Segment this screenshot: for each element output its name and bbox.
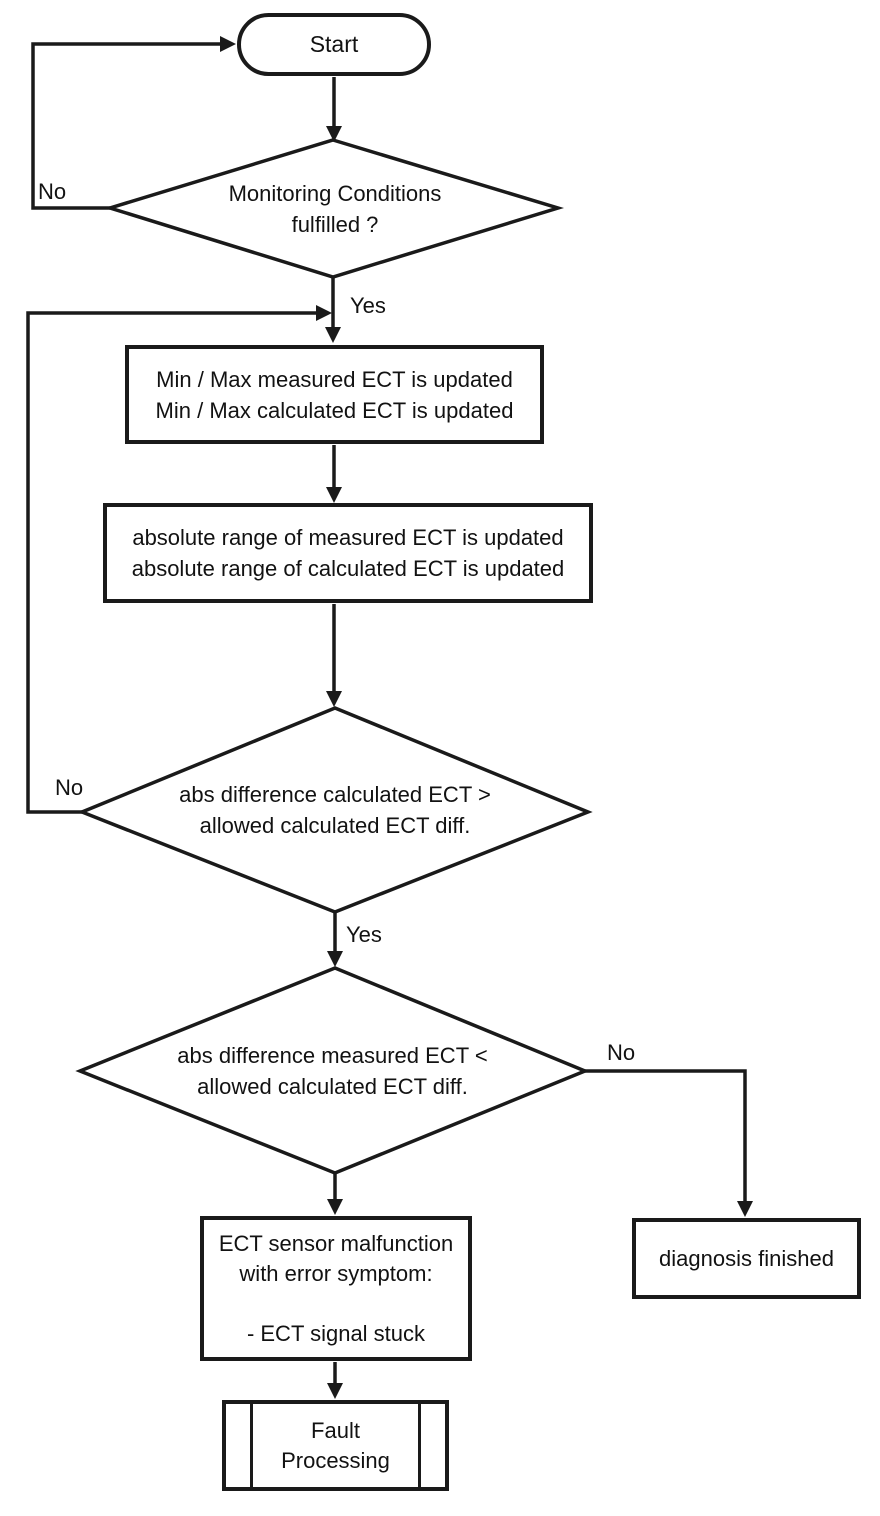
edge-decision3-no	[585, 1069, 747, 1201]
decision3-text: abs difference measured ECT < allowed ca…	[177, 1042, 488, 1099]
decision3-diamond-shape	[75, 966, 590, 1175]
decision1-text: Monitoring Conditions fulfilled ?	[228, 180, 442, 237]
decision3-no-label: No	[607, 1040, 636, 1065]
process-ect-sensor-malfunction: ECT sensor malfunction with error sympto…	[200, 1216, 472, 1361]
decision1-yes-label: Yes	[350, 293, 386, 318]
edge-decision2-no-loop	[26, 311, 317, 814]
decision1-diamond-shape	[104, 138, 565, 279]
subroutine-fault-processing: Fault Processing	[222, 1400, 449, 1491]
diagnosis-finished-label: diagnosis finished	[659, 1246, 834, 1271]
decision1-no-label: No	[38, 179, 67, 204]
decision2-text: abs difference calculated ECT > allowed …	[179, 782, 491, 838]
arrowhead-into-start	[220, 36, 236, 52]
decision2-calculated-diff: abs difference calculated ECT > allowed …	[82, 708, 588, 912]
arrowhead-into-process2	[326, 487, 342, 503]
arrowhead-into-malfunction	[327, 1199, 343, 1215]
decision1-monitoring-conditions: Monitoring Conditions fulfilled ?	[110, 140, 560, 277]
start-label: Start	[309, 31, 359, 57]
edge-decision1-no-loop	[31, 42, 221, 210]
arrowhead-into-decision3	[327, 951, 343, 967]
terminal-diagnosis-finished: diagnosis finished	[632, 1218, 861, 1299]
arrowhead-into-fault-processing	[327, 1383, 343, 1399]
malfunction-text: ECT sensor malfunction with error sympto…	[218, 1230, 454, 1346]
start-node: Start	[237, 13, 431, 76]
subroutine-left-bar	[250, 1404, 253, 1487]
arrowhead-into-diagnosis-finished	[737, 1201, 753, 1217]
process-min-max-update: Min / Max measured ECT is updated Min / …	[125, 345, 544, 444]
decision2-yes-label: Yes	[346, 922, 382, 947]
fault-processing-text: Fault Processing	[281, 1417, 390, 1473]
process-abs-range-text: absolute range of measured ECT is update…	[131, 525, 565, 581]
decision2-diamond-shape	[77, 706, 593, 914]
decision2-no-label: No	[55, 775, 84, 800]
arrowhead-into-decision2	[326, 691, 342, 707]
process-abs-range-update: absolute range of measured ECT is update…	[103, 503, 593, 603]
arrowhead-into-decision1	[326, 126, 342, 142]
arrowhead-into-process1	[325, 327, 341, 343]
decision3-measured-diff: abs difference measured ECT < allowed ca…	[80, 968, 585, 1173]
process-min-max-text: Min / Max measured ECT is updated Min / …	[155, 366, 514, 423]
arrowhead-loop-junction	[316, 305, 332, 321]
subroutine-right-bar	[418, 1404, 421, 1487]
